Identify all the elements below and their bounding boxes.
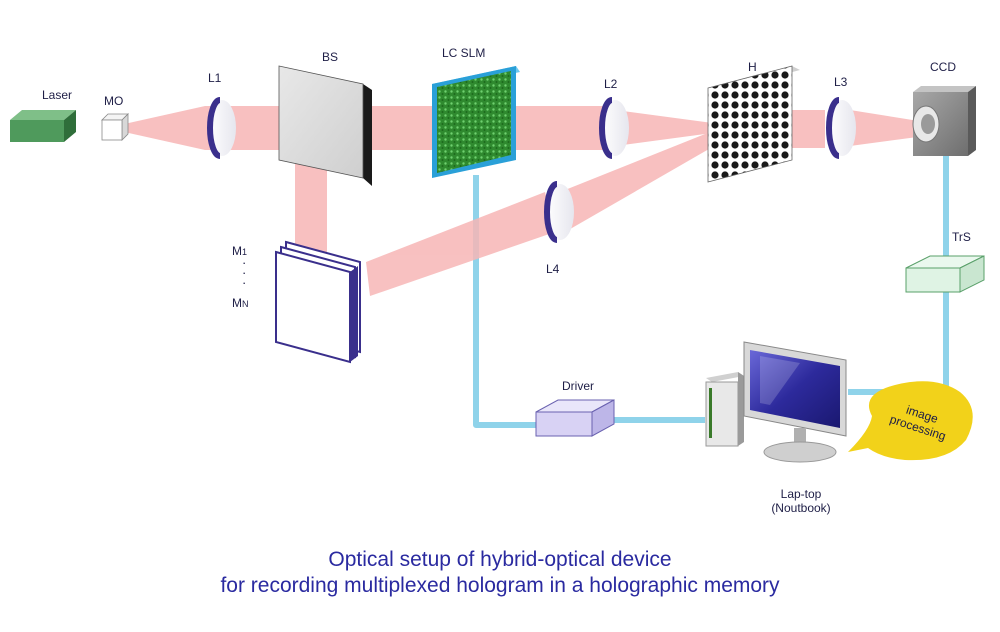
label-laser: Laser — [42, 88, 73, 102]
label-l3: L3 — [834, 75, 848, 89]
label-driver: Driver — [562, 379, 594, 393]
beam-l2-h — [615, 110, 720, 146]
label-l4: L4 — [546, 262, 560, 276]
label-m1-main: M — [232, 244, 242, 258]
laser-icon — [10, 110, 76, 142]
label-l2: L2 — [604, 77, 618, 91]
label-l1: L1 — [208, 71, 222, 85]
label-h: H — [748, 60, 757, 74]
lens-l1 — [207, 97, 236, 159]
ccd-camera-icon — [912, 86, 976, 156]
lens-l3 — [826, 97, 856, 159]
label-bs: BS — [322, 50, 339, 64]
ellipsis-dot-1: · — [242, 255, 247, 270]
mo-icon — [101, 113, 129, 141]
label-mn-main: M — [232, 296, 242, 310]
ellipsis-dot-2: · — [242, 265, 247, 280]
label-ccd: CCD — [930, 60, 956, 74]
computer-icon — [705, 341, 847, 463]
beam-m-l4 — [366, 192, 555, 296]
label-mn-sub: N — [242, 299, 249, 309]
label-mirror-ellipsis: · · · — [242, 255, 247, 290]
label-trs: TrS — [952, 230, 971, 244]
lens-l4 — [544, 181, 574, 243]
lens-l2 — [599, 97, 629, 159]
beam-mo-l1 — [124, 106, 205, 150]
beam-splitter-icon — [278, 65, 372, 186]
lc-slm-icon — [432, 66, 520, 178]
label-laptop-line2: (Noutbook) — [771, 501, 831, 515]
trs-box-icon — [905, 255, 985, 293]
ellipsis-dot-3: · — [242, 275, 247, 290]
label-laptop-line1: Lap-top — [780, 487, 822, 501]
beam-l3-ccd — [850, 110, 925, 146]
label-laptop: Lap-top (Noutbook) — [746, 487, 856, 515]
driver-box-icon — [535, 399, 615, 437]
hologram-plate-icon — [707, 65, 800, 183]
label-mo: MO — [104, 94, 124, 108]
beam-l4-h — [560, 124, 735, 232]
label-m1: M1 — [232, 244, 247, 258]
caption-line-2: for recording multiplexed hologram in a … — [220, 574, 780, 597]
cable-trs-pc — [848, 290, 949, 395]
caption-line-1: Optical setup of hybrid-optical device — [328, 548, 672, 571]
mirror-stack-icon — [275, 240, 361, 364]
label-mn: MN — [232, 296, 249, 310]
image-processing-bubble — [848, 381, 973, 461]
label-m1-sub: 1 — [242, 247, 248, 257]
label-lc-slm: LC SLM — [442, 46, 486, 60]
